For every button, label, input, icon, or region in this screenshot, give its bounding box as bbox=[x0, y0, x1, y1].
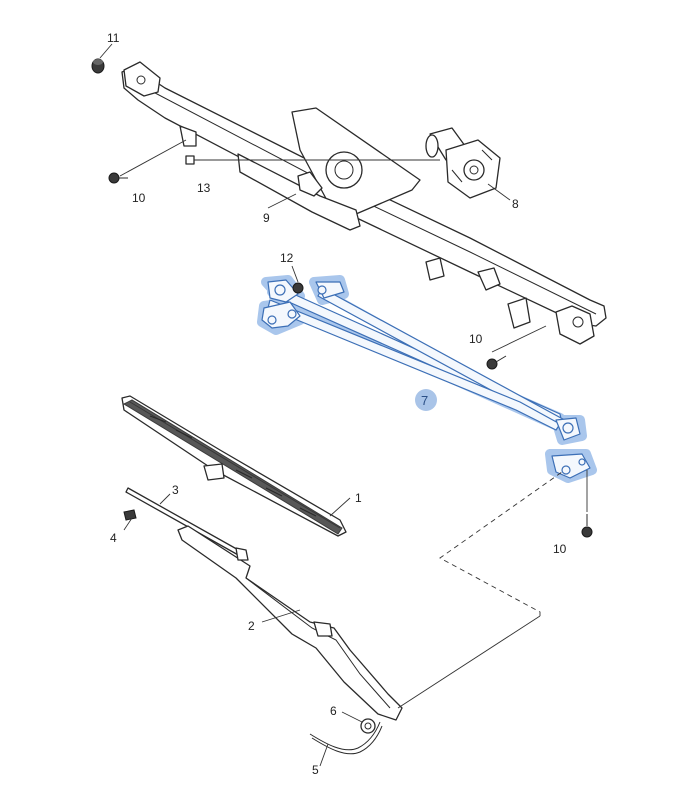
callout-12: 12 bbox=[280, 251, 294, 265]
part-3-blade-insert[interactable] bbox=[125, 487, 243, 557]
callout-13: 13 bbox=[197, 181, 211, 195]
callout-4: 4 bbox=[110, 531, 117, 545]
callout-7: 7 bbox=[421, 393, 428, 408]
part-9-wiper-frame[interactable] bbox=[121, 61, 607, 345]
part-10-bolt-left[interactable] bbox=[108, 172, 128, 184]
part-8-wiper-motor[interactable] bbox=[425, 127, 501, 199]
callout-5: 5 bbox=[312, 763, 319, 777]
callout-8: 8 bbox=[512, 197, 519, 211]
part-10-bolt-middle[interactable] bbox=[486, 355, 507, 370]
callout-labels: 11 10 13 9 8 12 10 10 1 3 4 2 6 5 bbox=[107, 31, 567, 777]
part-10-bolt-lower[interactable] bbox=[581, 514, 593, 538]
callout-10-middle: 10 bbox=[469, 332, 483, 346]
callout-10-left: 10 bbox=[132, 191, 146, 205]
part-11-cap-nut[interactable] bbox=[91, 58, 105, 74]
leader-lines bbox=[99, 43, 588, 767]
callout-1: 1 bbox=[355, 491, 362, 505]
callout-9: 9 bbox=[263, 211, 270, 225]
callout-7-badge[interactable]: 7 bbox=[415, 389, 437, 411]
part-6-nut[interactable] bbox=[360, 718, 376, 734]
part-1-wiper-blade[interactable] bbox=[121, 395, 347, 537]
callout-6: 6 bbox=[330, 704, 337, 718]
part-12-nut[interactable] bbox=[292, 282, 304, 294]
part-7-wiper-linkage[interactable] bbox=[257, 275, 597, 483]
callout-3: 3 bbox=[172, 483, 179, 497]
callout-11: 11 bbox=[107, 31, 120, 45]
part-5-washer-hose[interactable] bbox=[309, 721, 383, 755]
part-2-wiper-arm[interactable] bbox=[177, 525, 403, 721]
callout-2: 2 bbox=[248, 619, 255, 633]
part-4-clip[interactable] bbox=[123, 509, 137, 521]
callout-10-lower: 10 bbox=[553, 542, 567, 556]
